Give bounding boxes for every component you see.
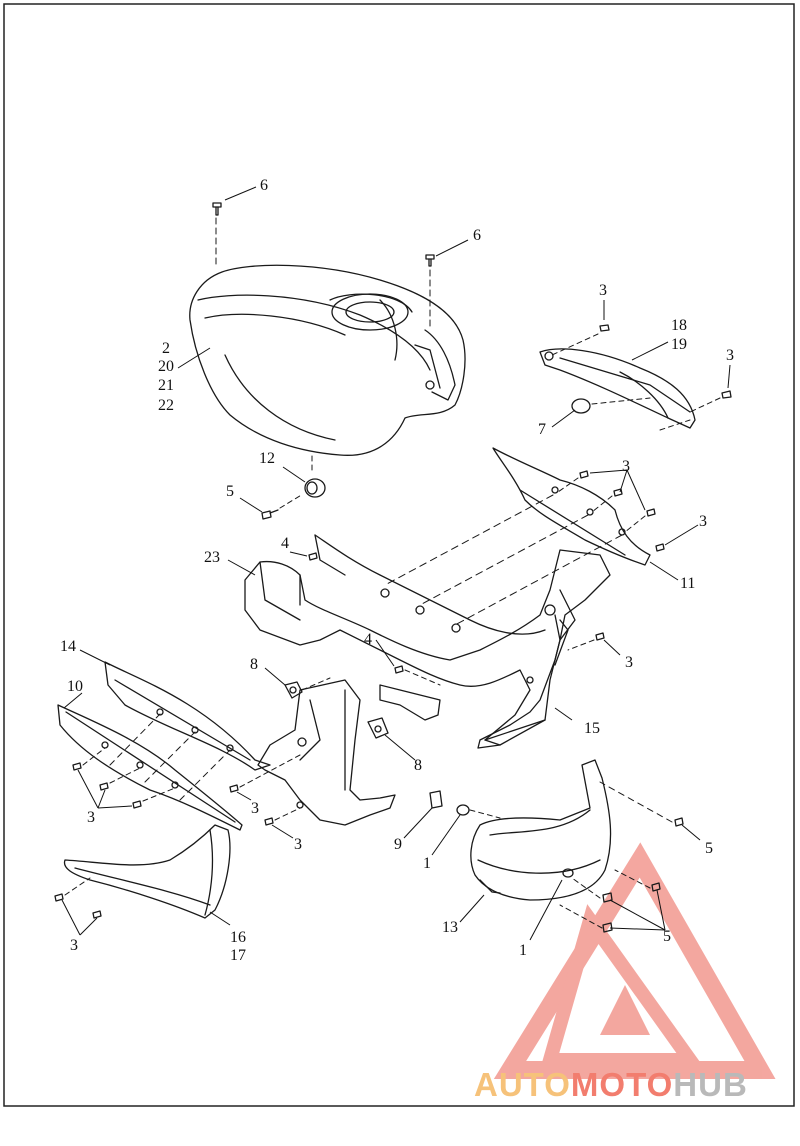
callout-8-left: 8 — [250, 656, 258, 673]
center-screw-a — [229, 784, 239, 793]
watermark-logo — [493, 842, 776, 1079]
left-bracket-screw — [308, 552, 318, 561]
callout-3-side: 3 — [70, 937, 78, 954]
callout-20: 20 — [158, 358, 174, 375]
callout-5-cover-bottom: 5 — [663, 928, 671, 945]
grommet-lower — [456, 804, 470, 816]
callout-7: 7 — [538, 421, 546, 438]
callout-3-bracket-right: 3 — [726, 347, 734, 364]
callout-21: 21 — [158, 377, 174, 394]
callout-15: 15 — [584, 720, 600, 737]
frame-screw — [595, 632, 605, 641]
callout-3-center-b: 3 — [294, 836, 302, 853]
watermark-auto: AUTO — [474, 1066, 571, 1103]
callout-6-top: 6 — [260, 177, 268, 194]
callout-1-lower: 1 — [423, 855, 431, 872]
panel-screws — [72, 762, 142, 809]
center-screw-b — [264, 817, 274, 826]
bracket-screw-top — [599, 324, 610, 332]
callout-5-cover-right: 5 — [705, 840, 713, 857]
frame-bracket — [477, 614, 569, 749]
callout-6-rear: 6 — [473, 227, 481, 244]
callout-10: 10 — [67, 678, 83, 695]
side-cover-screws — [54, 893, 102, 919]
callout-4-mid: 4 — [364, 631, 372, 648]
callout-5-tank: 5 — [226, 483, 234, 500]
watermark-hub: HUB — [673, 1066, 748, 1103]
rear-plate-screws — [579, 470, 665, 552]
callout-3-plate: 3 — [622, 458, 630, 475]
callout-23: 23 — [204, 549, 220, 566]
panel-upper — [104, 661, 271, 771]
panel-lower — [57, 704, 243, 831]
callout-18: 18 — [671, 317, 687, 334]
bracket-screw-right — [721, 390, 732, 399]
tank-fastener-rear — [425, 254, 435, 267]
callout-2: 2 — [162, 340, 170, 357]
callout-leaders — [61, 186, 731, 941]
callout-4-left: 4 — [281, 535, 289, 552]
tank-fastener-top — [212, 202, 222, 216]
callout-12: 12 — [259, 450, 275, 467]
callout-3-panel: 3 — [87, 809, 95, 826]
tank-grommet — [304, 478, 326, 498]
callout-1-cover: 1 — [519, 942, 527, 959]
callout-3-plate-right: 3 — [699, 513, 707, 530]
callout-14: 14 — [60, 638, 76, 655]
fuel-tank — [189, 264, 466, 456]
center-bracket — [257, 679, 441, 826]
callout-9: 9 — [394, 836, 402, 853]
callout-16: 16 — [230, 929, 246, 946]
callout-19: 19 — [671, 336, 687, 353]
callout-3-frame: 3 — [625, 654, 633, 671]
tank-bolt — [261, 509, 279, 520]
side-cover — [63, 824, 231, 919]
callout-17: 17 — [230, 947, 246, 964]
callout-22: 22 — [158, 397, 174, 414]
clip-right — [367, 717, 389, 739]
callout-11: 11 — [680, 575, 696, 592]
main-bracket — [244, 534, 611, 746]
lower-cover — [470, 759, 612, 901]
callout-3-center-a: 3 — [251, 800, 259, 817]
clip-left — [284, 681, 303, 699]
callout-8-right: 8 — [414, 757, 422, 774]
callout-13: 13 — [442, 919, 458, 936]
bracket-grommet — [571, 398, 591, 414]
cover-stud — [429, 790, 443, 809]
cover-bolts-bottom — [602, 882, 661, 933]
watermark-text: AUTOMOTOHUB — [474, 1066, 748, 1104]
mid-bracket-screw — [394, 665, 404, 674]
diagram-border — [3, 3, 795, 1107]
cover-bolt-right — [674, 817, 684, 827]
callout-3-bracket-top: 3 — [599, 282, 607, 299]
bracket-cover — [539, 348, 696, 429]
watermark-moto: MOTO — [570, 1066, 674, 1103]
